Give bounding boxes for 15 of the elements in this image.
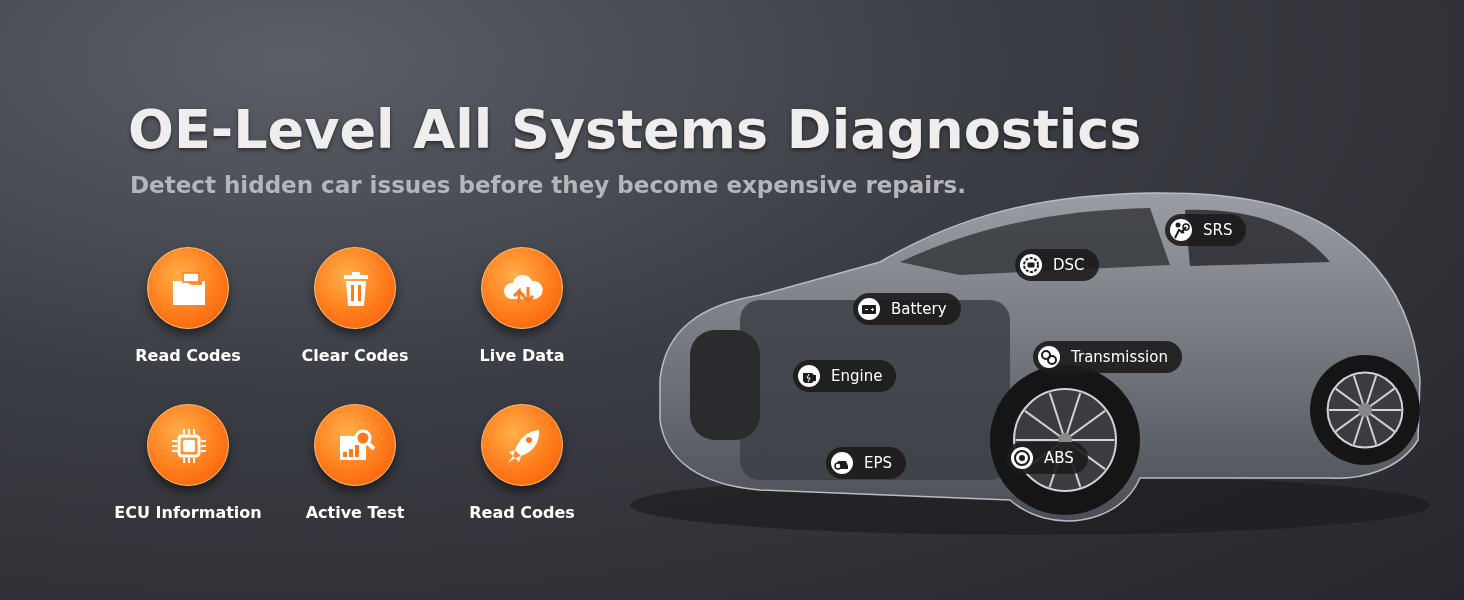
system-tag: ABS <box>1006 442 1088 474</box>
system-tag: Engine <box>793 360 897 392</box>
feature-label: Clear Codes <box>300 346 410 365</box>
system-tag: SRS <box>1165 214 1247 246</box>
system-tag: Battery <box>853 293 961 325</box>
feature-label: Read Codes <box>134 346 242 365</box>
system-tag: Transmission <box>1033 341 1182 373</box>
feature-label: ECU Information <box>113 503 263 522</box>
subheadline: Detect hidden car issues before they become expensive repairs. <box>130 172 966 198</box>
system-tag: EPS <box>826 447 907 479</box>
headline: OE-Level All Systems Diagnostics <box>128 98 1142 161</box>
feature-label: Active Test <box>304 503 406 522</box>
system-tag: DSC <box>1015 249 1099 281</box>
feature-label: Live Data <box>478 346 566 365</box>
feature-label: Read Codes <box>468 503 576 522</box>
